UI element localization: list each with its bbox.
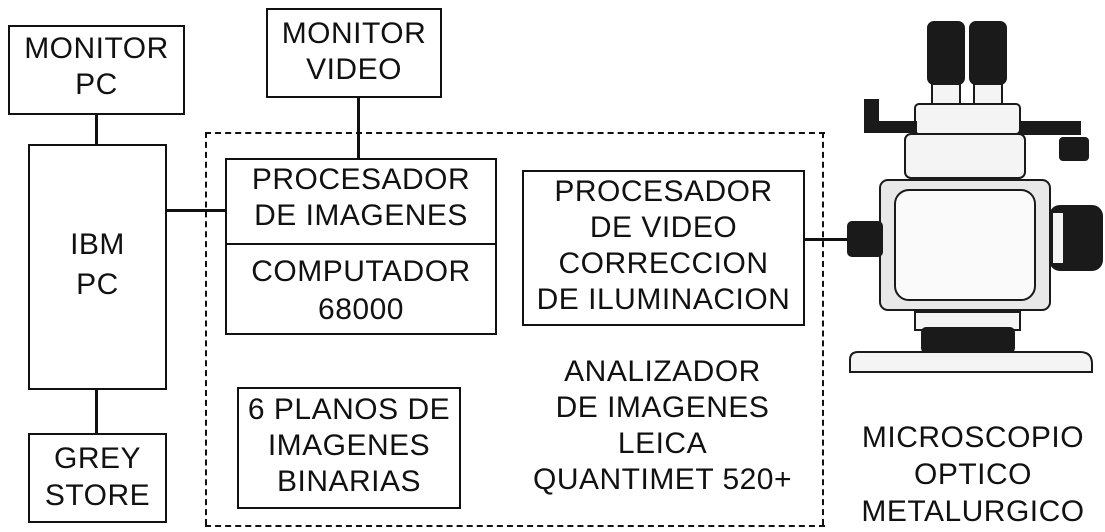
computador-box (225, 243, 497, 335)
microscope-neck (904, 133, 1026, 179)
analyzer-enclosure-top (205, 132, 825, 134)
monitor-video-line-1: MONITOR (281, 17, 427, 50)
analizador-line-4: QUANTIMET 520+ (532, 463, 793, 496)
microscope-base (849, 351, 1093, 373)
planos-box (237, 387, 461, 509)
eyepiece-right (969, 21, 1007, 85)
microscopio-line-1: MICROSCOPIO (861, 421, 1085, 454)
connector-ibm-to-processor (165, 209, 227, 212)
grey-store-line-2: STORE (44, 479, 151, 512)
planos-line-1: 6 PLANOS DE (247, 393, 451, 426)
planos-line-2: IMAGENES (267, 429, 431, 462)
procesador-video-box (522, 170, 805, 326)
eyepiece-left (927, 21, 965, 85)
analyzer-enclosure-left (205, 132, 207, 525)
monitor-pc-box (8, 25, 185, 115)
microscopio-line-2: OPTICO (913, 458, 1032, 491)
analizador-line-2: DE IMAGENES (555, 391, 770, 424)
procesador-video-line-1: PROCESADOR (554, 175, 773, 208)
procesador-imagenes-line-2: DE IMAGENES (254, 199, 468, 232)
microscope-stage (921, 327, 1015, 353)
microscopio-line-3: METALURGICO (861, 495, 1085, 528)
ibm-pc-line-2: PC (76, 268, 119, 301)
analizador-line-3: LEICA (617, 427, 708, 460)
computador-line-1: COMPUTADOR (251, 255, 471, 288)
procesador-imagenes-line-1: PROCESADOR (251, 163, 471, 196)
monitor-video-box (266, 8, 442, 98)
monitor-pc-line-2: PC (75, 68, 118, 101)
grey-store-box (28, 433, 167, 523)
analizador-line-1: ANALIZADOR (564, 355, 761, 388)
analyzer-enclosure-bottom (205, 525, 825, 527)
monitor-pc-line-1: MONITOR (24, 32, 169, 65)
ibm-pc-line-1: IBM (70, 228, 125, 261)
procesador-video-line-4: DE ILUMINACION (536, 283, 791, 316)
procesador-video-line-3: CORRECCION (558, 247, 769, 280)
grey-store-line-1: GREY (53, 442, 142, 475)
connector-video-processor-to-microscope (803, 238, 848, 241)
microscope-screen (894, 189, 1036, 301)
connector-ibm-to-grey-store (95, 388, 98, 435)
analyzer-enclosure-right (822, 132, 824, 525)
side-arm-left (864, 99, 917, 133)
monitor-video-line-2: VIDEO (306, 53, 402, 86)
procesador-imagenes-box (225, 158, 497, 246)
ibm-pc-box (28, 144, 167, 390)
procesador-video-line-2: DE VIDEO (589, 211, 738, 244)
microscope-icon (847, 21, 1103, 373)
binocular-head (914, 103, 1021, 135)
connector-monitor-pc-to-ibm (95, 113, 98, 146)
computador-line-2: 68000 (318, 293, 404, 326)
connector-monitor-video-to-processor (357, 96, 360, 160)
side-arm-right (1019, 121, 1081, 135)
planos-line-3: BINARIAS (276, 465, 422, 498)
